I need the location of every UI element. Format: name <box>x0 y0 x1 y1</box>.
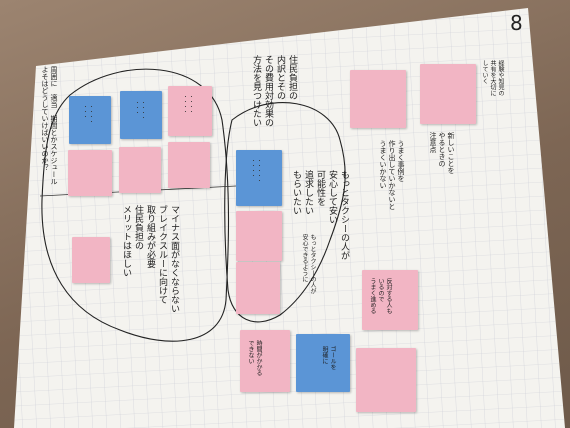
note-scribble: ・・・・ ・・・・ <box>182 94 194 114</box>
handwriting-right-col-3: 経験や知見の 共有を大切に していく <box>481 60 504 96</box>
sticky-note-blue-4 <box>296 334 350 392</box>
handwriting-bottom-2: ゴールを 明確に <box>321 346 336 370</box>
handwriting-bottom-3: 反対する人も いるので うまく進める <box>369 278 392 314</box>
handwriting-right-col-2: 新しいことを やるときの 注意点 <box>429 132 455 174</box>
sticky-note-blue-1 <box>69 96 111 144</box>
sticky-note-pink-11 <box>240 330 290 392</box>
sticky-note-pink-8 <box>350 70 406 128</box>
sticky-note-pink-5 <box>72 237 110 283</box>
page-number: 8 <box>510 11 523 35</box>
handwriting-left-circle: マイナス面がなくならない ブレイクスルーに向けて 取り組みが必要 住民負担の メ… <box>121 205 179 313</box>
sticky-note-pink-9 <box>420 64 476 124</box>
handwriting-right-col-1: うまく事例を 作り出していかないと うまくいかない <box>379 140 405 210</box>
sticky-note-pink-12 <box>356 348 416 412</box>
sticky-note-blue-2 <box>120 91 162 139</box>
handwriting-right-top: 住民負担の 内訳とその その費用対効果の 方法を見つけたい <box>251 55 297 127</box>
handwriting-circle-bottom: もっとタクシーの人が 安心できるように <box>301 234 316 294</box>
right-circle <box>224 102 346 323</box>
sticky-note-blue-3 <box>236 150 282 206</box>
note-scribble: ・・・・・ ・・・・ <box>250 158 262 183</box>
sticky-note-pink-2 <box>68 150 112 196</box>
sticky-note-pink-3 <box>119 147 161 193</box>
handwriting-title-top: 周囲に 適当 期間とかスケジュール よそはどうしていけばいいのか？ <box>41 66 58 185</box>
sticky-note-pink-7 <box>236 262 280 314</box>
note-scribble: ・・・・ ・・・ <box>82 104 94 124</box>
handwriting-bottom-1: 時間がかかる できない <box>247 340 262 376</box>
sticky-note-pink-1 <box>168 86 212 136</box>
sticky-note-pink-4 <box>168 142 210 188</box>
sticky-note-pink-6 <box>236 211 282 261</box>
handwriting-right-mid: もっとタクシーの人が 安心して安い 可能性を 追求したい もらいたい <box>291 170 349 260</box>
sticky-note-pink-10 <box>362 270 418 330</box>
note-scribble: ・・・・ ・・・ <box>134 100 146 120</box>
